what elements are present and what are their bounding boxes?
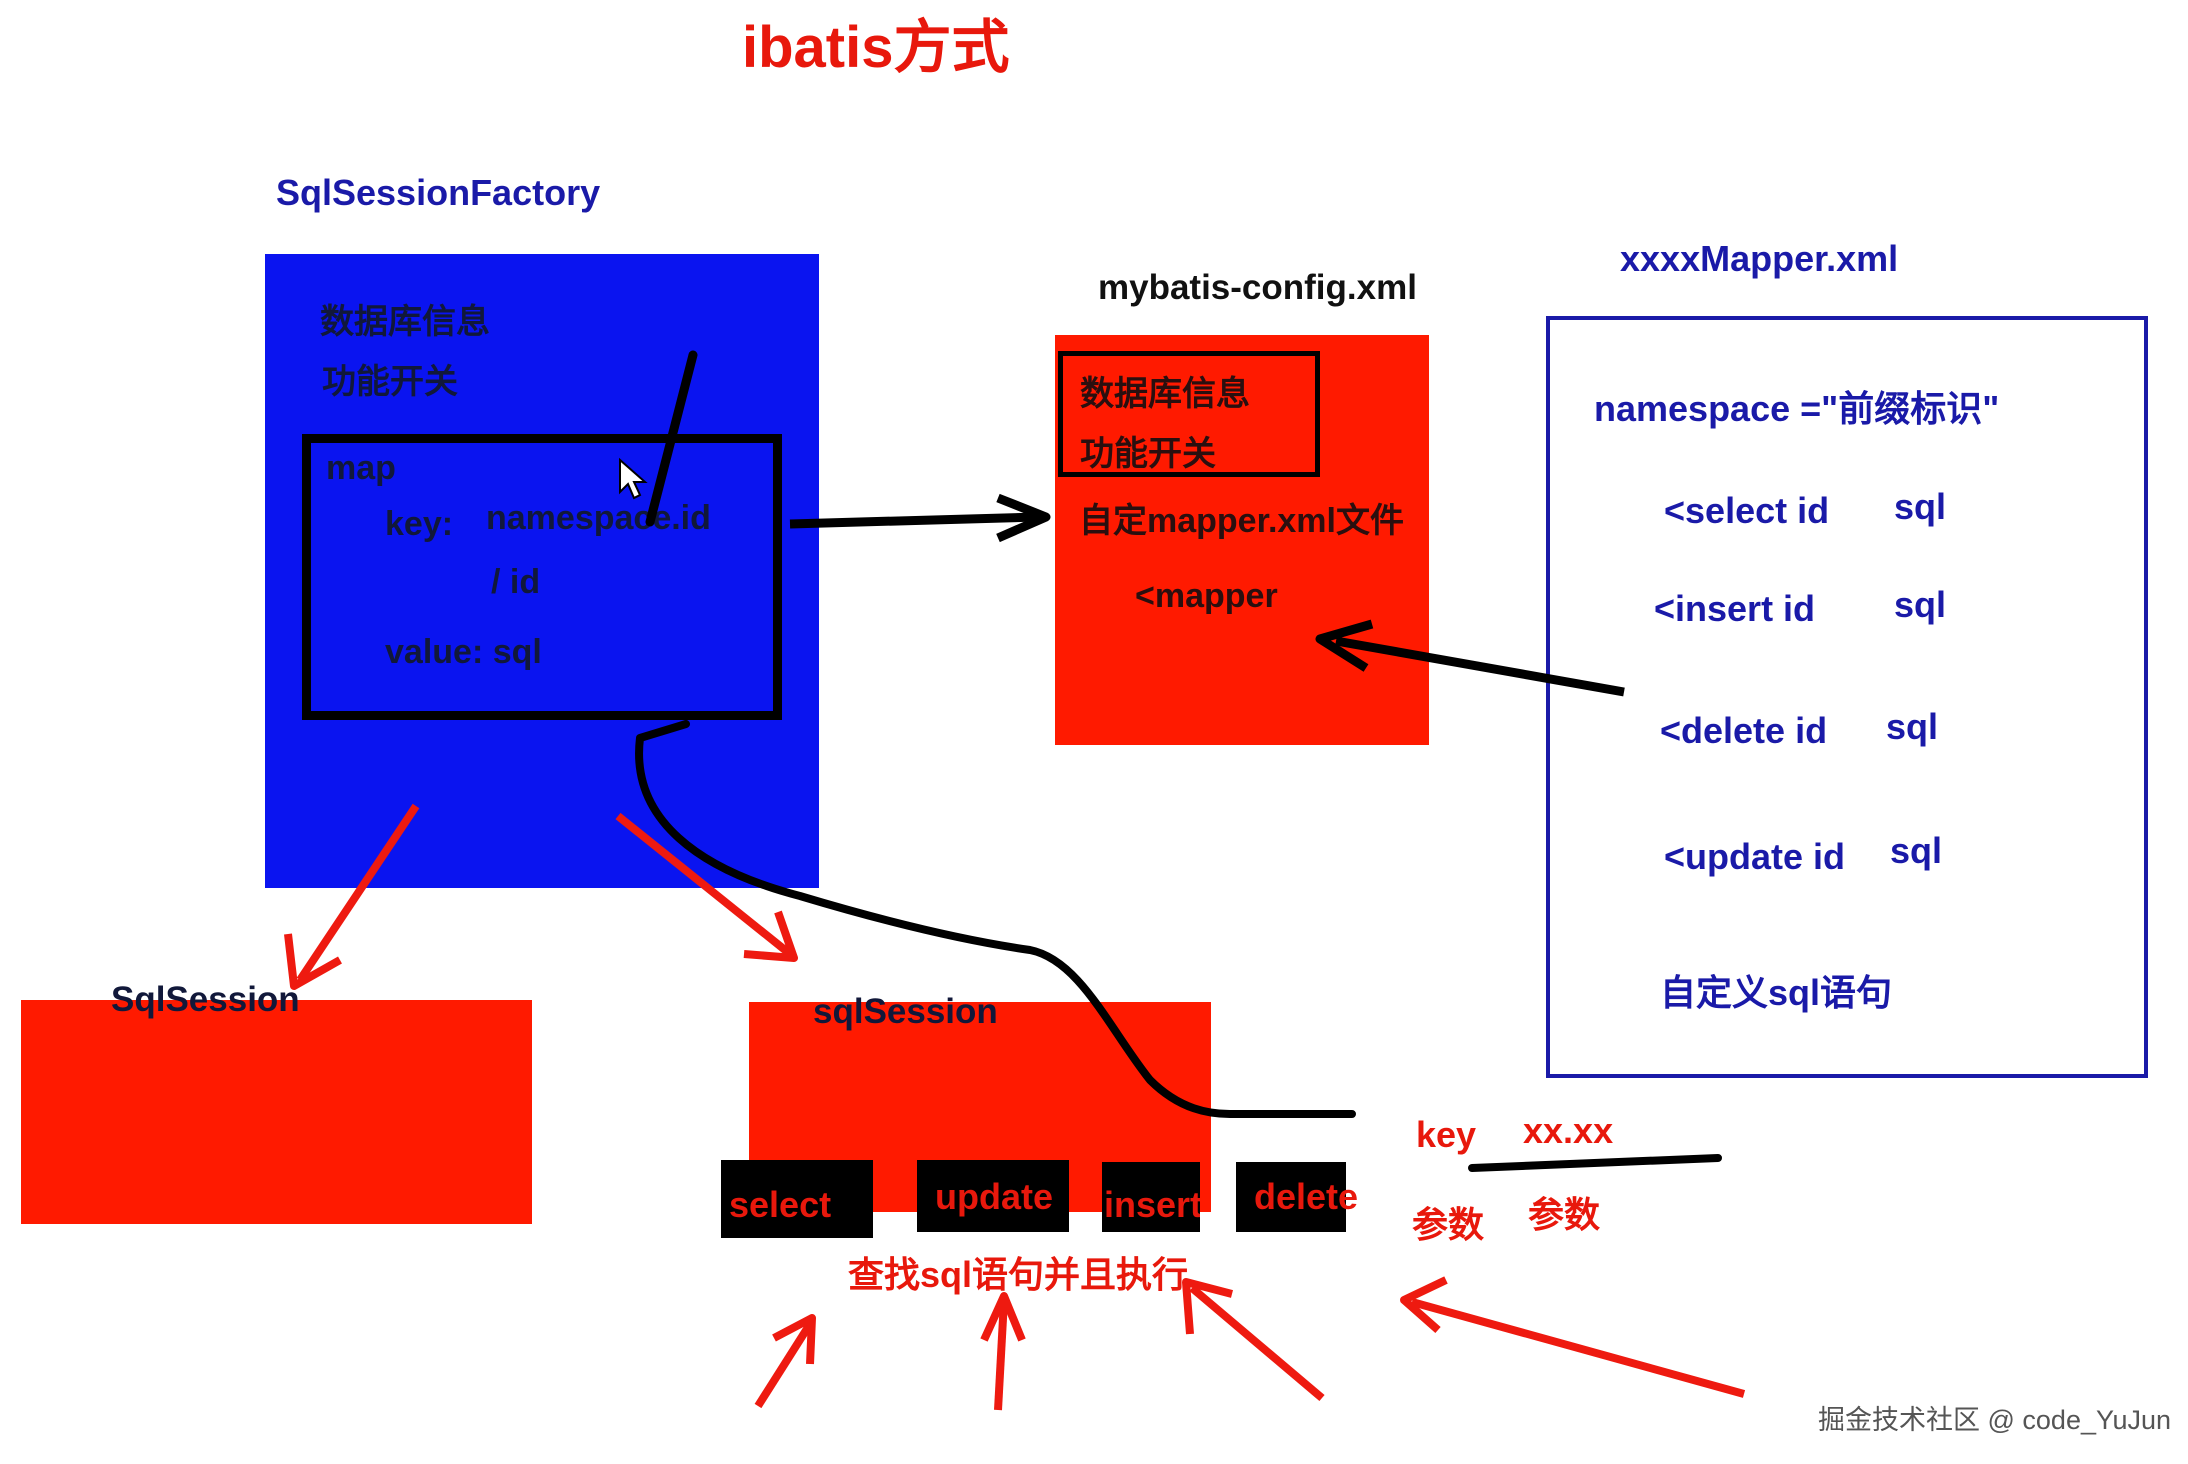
bottom-arrow-1-head <box>772 1314 816 1365</box>
factory-to-left-session-arrowhead <box>284 933 342 990</box>
mapper-delete-tag: <delete id <box>1660 710 1828 751</box>
config-custom-mapper: 自定mapper.xml文件 <box>1079 502 1404 540</box>
mapper-xml-box: namespace ="前缀标识" <select id sql <insert… <box>1546 316 2148 1078</box>
bottom-arrow-3 <box>1189 1284 1325 1402</box>
mapper-insert-sql: sql <box>1894 584 1947 625</box>
bottom-arrow-2-head <box>980 1292 1026 1342</box>
sqlsession-middle-label: sqlSession <box>813 992 998 1031</box>
param-key-value: xx.xx <box>1523 1110 1614 1151</box>
config-feature-switch: 功能开关 <box>1080 434 1216 474</box>
config-mapper-tag: <mapper <box>1135 577 1278 615</box>
config-db-info: 数据库信息 <box>1080 374 1250 414</box>
execute-note: 查找sql语句并且执行 <box>848 1254 1189 1295</box>
param-key-label: key <box>1416 1114 1477 1155</box>
watermark: 掘金技术社区 @ code_YuJun <box>1818 1405 2172 1435</box>
factory-to-middle-session-arrowhead <box>743 910 798 962</box>
map-slash-line <box>645 350 698 527</box>
factory-label: SqlSessionFactory <box>276 172 601 213</box>
mapper-custom-sql: 自定义sql语句 <box>1660 972 1893 1013</box>
mapper-to-config-arrowhead <box>1315 619 1374 672</box>
key-underline <box>1468 1154 1722 1172</box>
bottom-arrow-4-head <box>1400 1276 1448 1333</box>
insert-button[interactable]: insert <box>1102 1162 1200 1232</box>
param-a: 参数 <box>1412 1204 1485 1245</box>
map-key-label: key: <box>385 505 454 543</box>
bottom-arrow-1 <box>754 1321 814 1409</box>
map-key-value: namespace.id <box>486 499 711 537</box>
select-button[interactable]: select <box>721 1160 873 1238</box>
mapper-insert-tag: <insert id <box>1654 588 1816 629</box>
map-to-session-curve <box>635 720 1356 1118</box>
mapper-xml-label: xxxxMapper.xml <box>1620 238 1899 279</box>
map-to-config-arrowhead <box>996 493 1051 543</box>
insert-button-label: insert <box>1104 1184 1200 1225</box>
mapper-delete-sql: sql <box>1886 706 1939 747</box>
map-label: map <box>326 449 396 487</box>
map-to-config-arrow <box>789 512 1039 529</box>
update-button[interactable]: update <box>917 1160 1069 1232</box>
delete-button[interactable]: delete <box>1236 1162 1358 1232</box>
mapper-select-tag: <select id <box>1664 490 1830 531</box>
mapper-select-sql: sql <box>1894 486 1947 527</box>
factory-box: 数据库信息 功能开关 map key: namespace.id / id va… <box>265 254 819 888</box>
mouse-cursor-icon <box>619 457 648 500</box>
map-key-alt: / id <box>491 563 541 601</box>
map-value-line: value: sql <box>385 633 542 671</box>
config-label: mybatis-config.xml <box>1098 268 1417 307</box>
factory-to-left-session-arrow <box>296 803 420 983</box>
mapper-namespace: namespace ="前缀标识" <box>1594 388 2000 429</box>
mapper-update-sql: sql <box>1890 830 1943 871</box>
update-button-label: update <box>935 1176 1054 1217</box>
page-title: ibatis方式 <box>742 15 1010 80</box>
config-inner-box: 数据库信息 功能开关 <box>1058 351 1320 477</box>
factory-feature-switch: 功能开关 <box>322 362 458 402</box>
delete-button-label: delete <box>1254 1176 1359 1217</box>
sqlsession-left-box <box>21 1000 532 1224</box>
factory-to-middle-session-arrow <box>615 812 793 958</box>
bottom-arrow-3-head <box>1182 1278 1234 1335</box>
select-button-label: select <box>729 1184 832 1225</box>
sqlsession-left-label: SqlSession <box>111 980 300 1019</box>
config-box: 数据库信息 功能开关 自定mapper.xml文件 <mapper <box>1055 335 1429 745</box>
bottom-arrow-2 <box>994 1299 1008 1411</box>
mapper-update-tag: <update id <box>1664 836 1846 877</box>
mapper-to-config-arrow <box>1335 636 1625 697</box>
bottom-arrow-4 <box>1410 1298 1746 1398</box>
factory-db-info: 数据库信息 <box>320 302 490 342</box>
param-b: 参数 <box>1528 1194 1601 1235</box>
factory-map-box: map key: namespace.id / id value: sql <box>302 434 782 720</box>
